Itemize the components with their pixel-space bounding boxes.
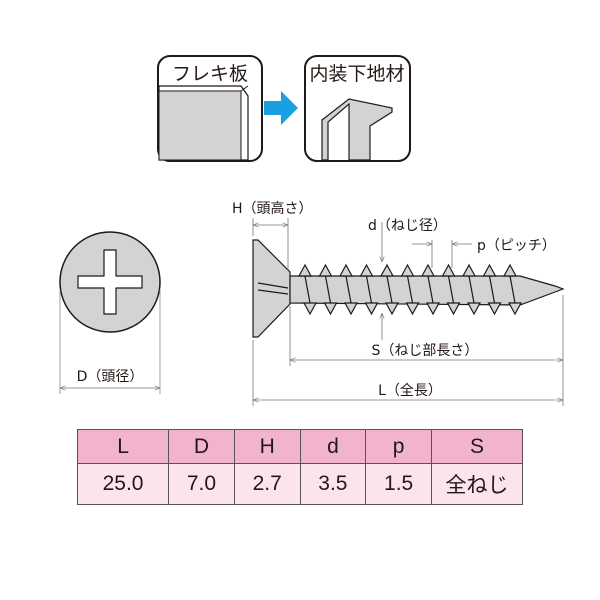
thread-line — [447, 275, 455, 304]
arrow-right-icon — [264, 91, 298, 125]
thread-crest — [359, 263, 374, 277]
header-cell: d — [299, 429, 367, 464]
thread-line — [365, 275, 373, 304]
thread-line — [345, 275, 352, 304]
thread-crest — [318, 263, 333, 277]
pitch-label: p（ピッチ） — [477, 238, 556, 254]
value-cell: 全ねじ — [431, 463, 523, 505]
spec-table-header-row: L D H d p S — [76, 429, 523, 464]
after-label: 内装下地材 — [309, 63, 404, 85]
thread-crest — [379, 263, 395, 277]
dimension-lines — [252, 218, 564, 406]
thread-crest — [482, 263, 497, 277]
thread-crest — [502, 263, 518, 277]
value-cell: 25.0 — [76, 463, 170, 505]
total-length-label: L（全長） — [378, 382, 442, 399]
thread-line — [304, 275, 311, 304]
thread-crest — [425, 302, 441, 316]
value-cell: 2.7 — [233, 463, 301, 505]
screw-side-view — [252, 239, 565, 338]
value-cell: 3.5 — [299, 463, 367, 505]
thread-line — [509, 275, 516, 304]
thread-crest — [405, 302, 420, 316]
thread-line — [488, 275, 496, 304]
thread-crest — [461, 263, 477, 277]
thread-line — [386, 275, 393, 304]
thread-line — [427, 275, 434, 304]
header-cell: H — [233, 429, 301, 464]
thread-line — [324, 275, 332, 304]
head-height-label: H（頭高さ） — [232, 200, 313, 217]
thread-crest — [323, 302, 338, 316]
thread-line — [406, 275, 414, 304]
flexible-board-panel: フレキ板 — [157, 55, 263, 162]
thread-diameter-label: d（ねじ径） — [368, 218, 447, 234]
head-diameter-label: D（頭径） — [77, 369, 144, 385]
thread-crest — [338, 263, 354, 277]
spec-table-value-row: 25.0 7.0 2.7 3.5 1.5 全ねじ — [76, 463, 523, 505]
screw-head-top-view — [59, 231, 161, 394]
thread-line — [468, 275, 475, 304]
thread-crest — [446, 302, 461, 316]
interior-base-panel: 内装下地材 — [304, 55, 411, 162]
thread-crest — [400, 263, 415, 277]
header-cell: p — [365, 429, 432, 464]
thread-crest — [364, 302, 379, 316]
value-cell: 7.0 — [168, 463, 235, 505]
header-cell: D — [168, 429, 235, 464]
header-cell: S — [431, 429, 523, 464]
spec-table: L D H d p S 25.0 7.0 2.7 3.5 1.5 全ねじ — [76, 429, 523, 505]
before-label: フレキ板 — [172, 63, 248, 85]
thread-crest — [297, 263, 313, 277]
value-cell: 1.5 — [365, 463, 432, 505]
thread-crest — [507, 302, 523, 316]
thread-crest — [441, 263, 456, 277]
thread-crest — [487, 302, 502, 316]
thread-crest — [466, 302, 482, 316]
thread-crest — [302, 302, 318, 316]
thread-crest — [384, 302, 400, 316]
header-cell: L — [76, 429, 170, 464]
thread-crest — [343, 302, 359, 316]
thread-length-label: S（ねじ部長さ） — [372, 343, 479, 359]
